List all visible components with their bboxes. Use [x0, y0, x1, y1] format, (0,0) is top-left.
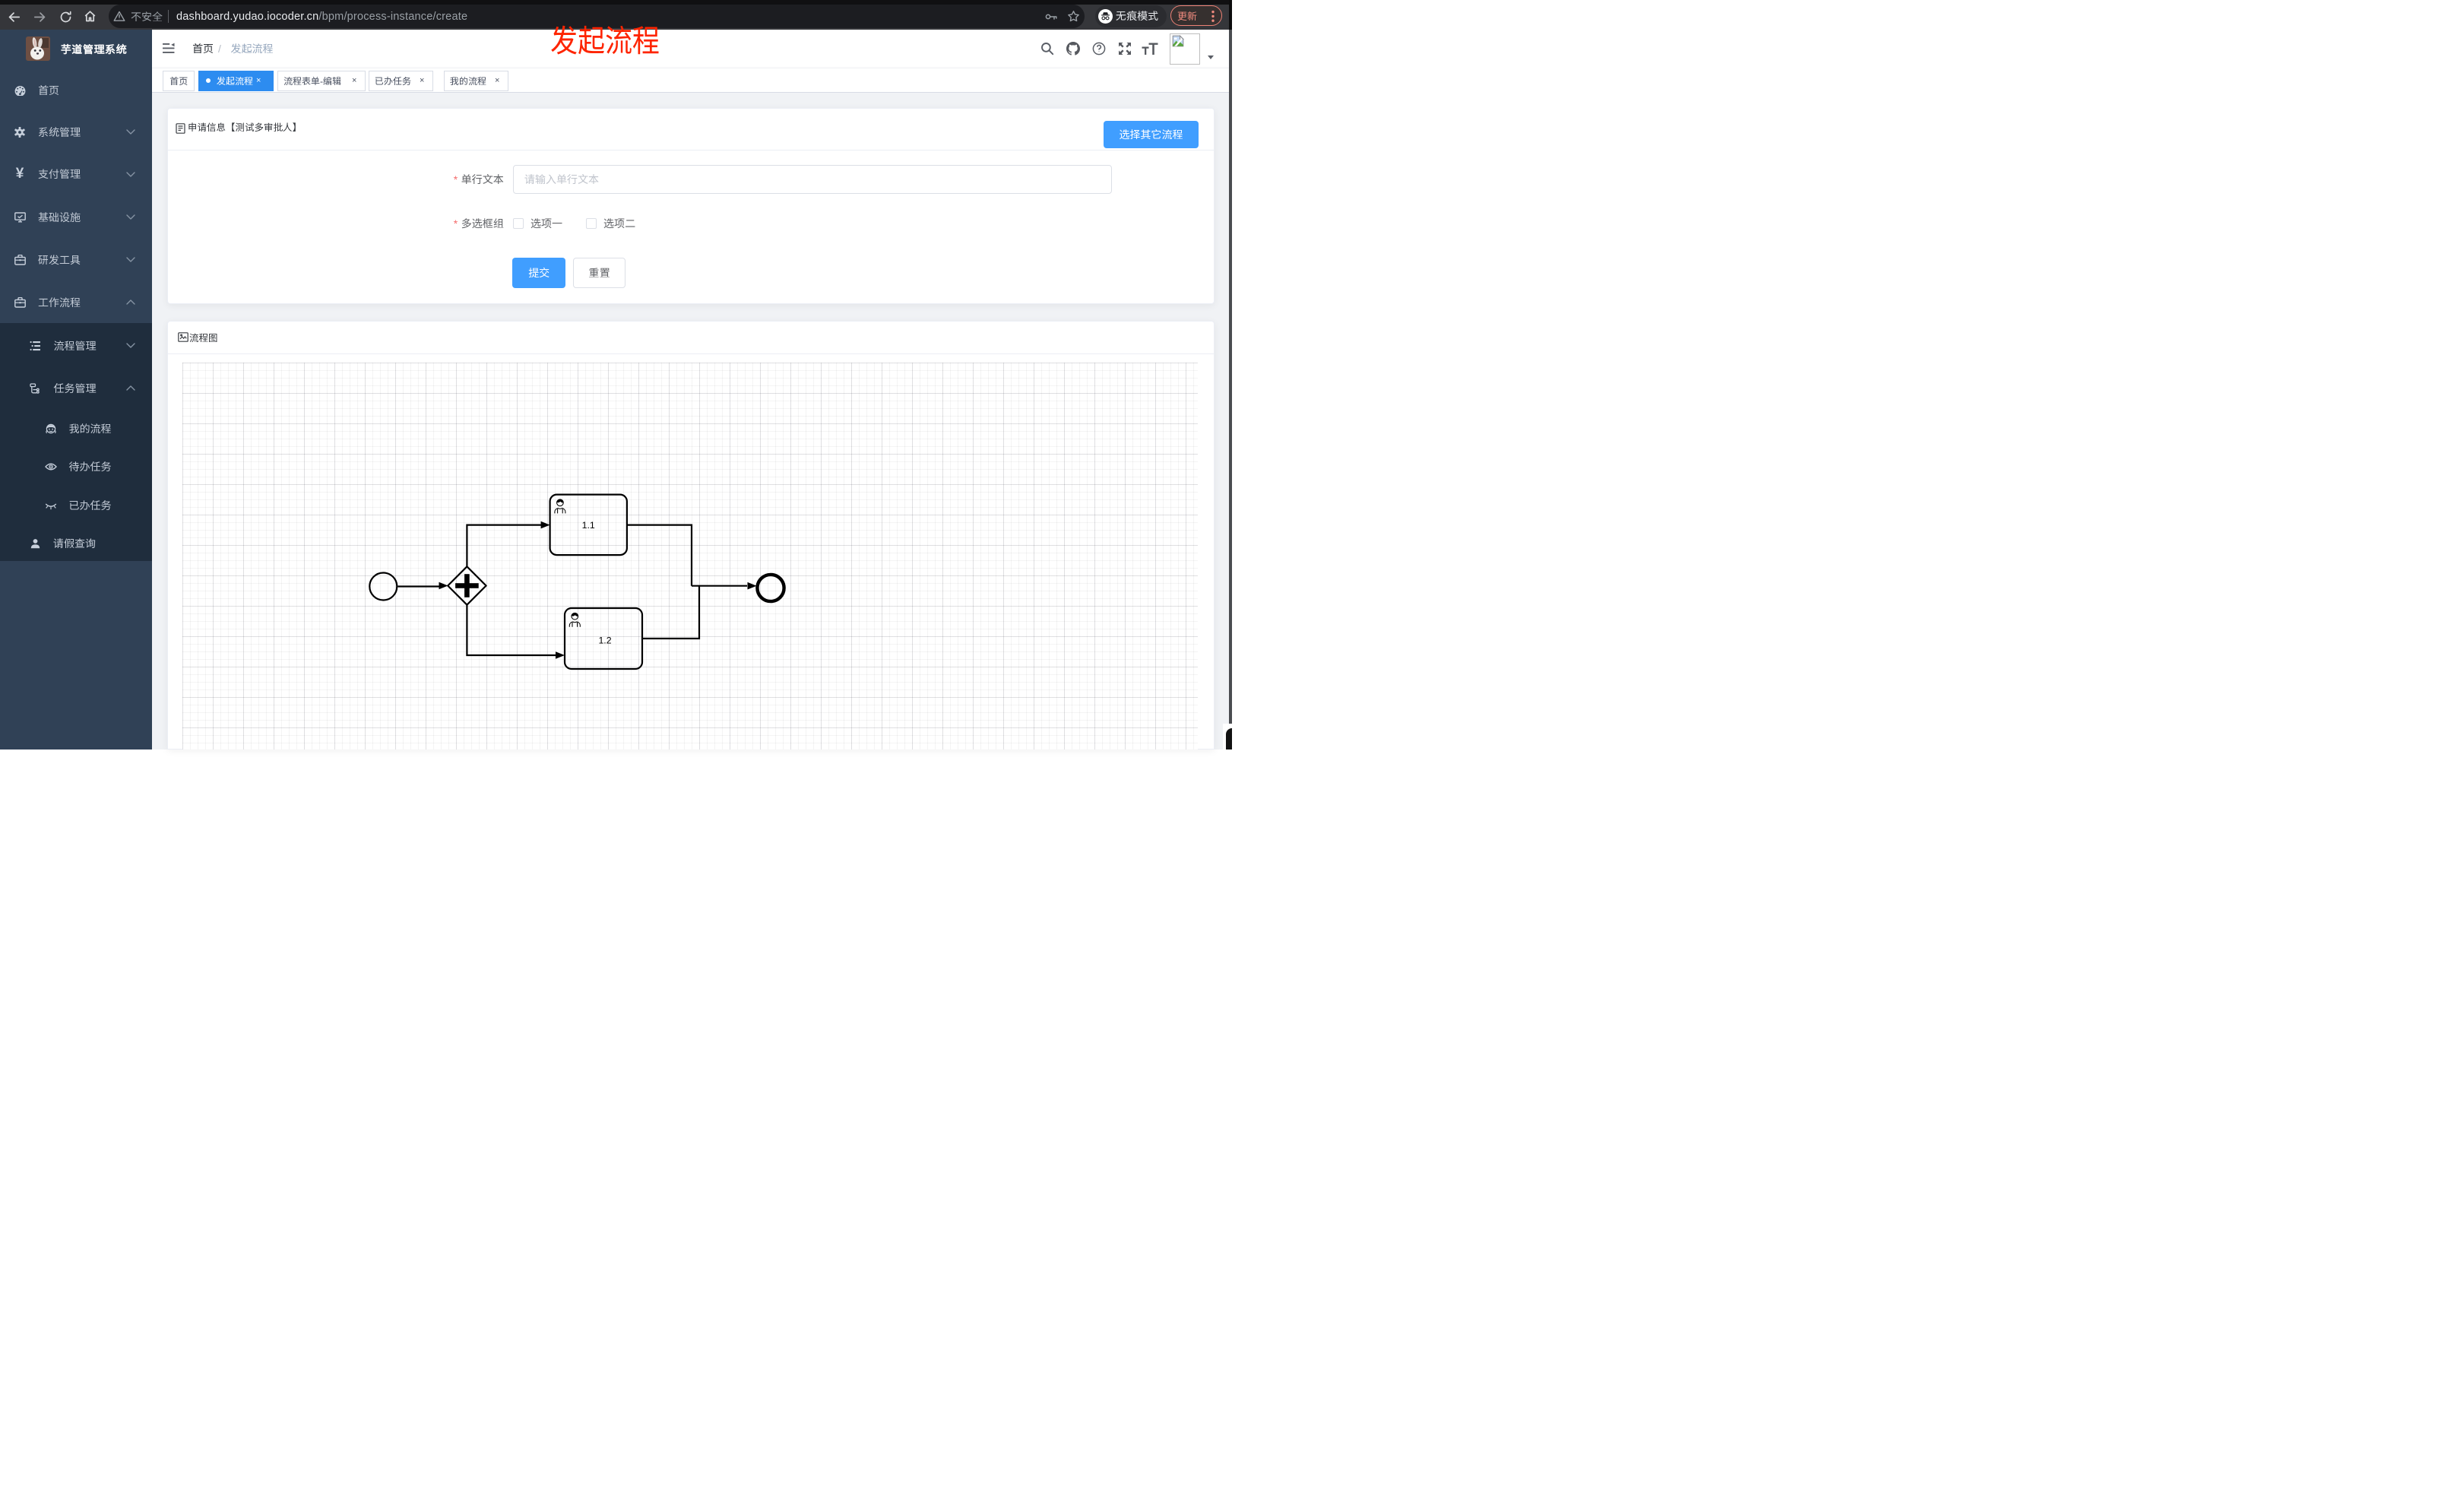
- svg-text:1.2: 1.2: [598, 635, 611, 645]
- svg-text:1.1: 1.1: [582, 520, 595, 531]
